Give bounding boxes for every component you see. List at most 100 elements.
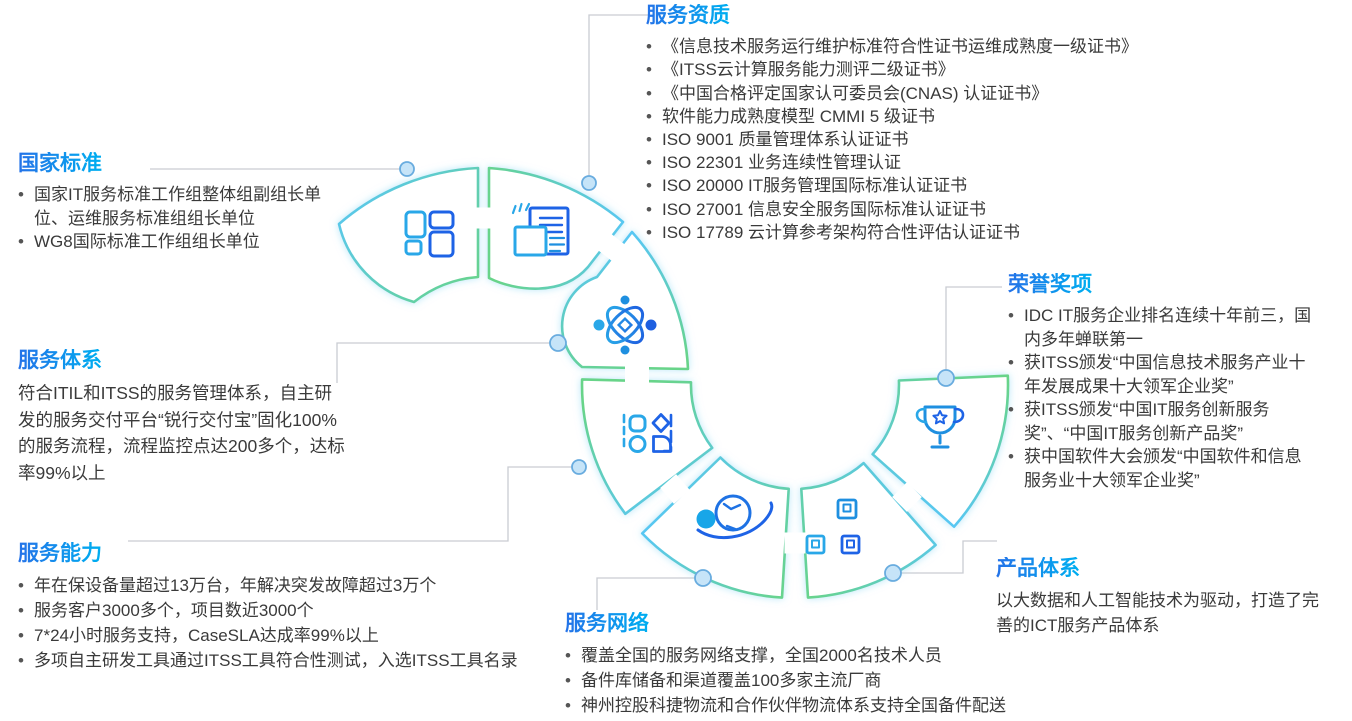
bullet: • <box>1008 306 1014 326</box>
list-item: • 覆盖全国的服务网络支撑，全国2000名技术人员 <box>565 643 1045 668</box>
wedge-honors-awards <box>871 374 1010 528</box>
list-item: • ISO 22301 业务连续性管理认证 <box>646 151 1286 174</box>
bullet: • <box>18 626 24 646</box>
list-item-text: 年在保设备量超过13万台，年解决突发故障超过3万个 <box>34 576 437 596</box>
list-item-text: 备件库储备和渠道覆盖100多家主流厂商 <box>581 671 882 691</box>
bullet: • <box>1008 353 1014 373</box>
connector-dot <box>884 564 902 582</box>
bullet: • <box>18 651 24 671</box>
certificate-doc-icon <box>511 202 570 257</box>
bullet: • <box>565 671 571 691</box>
list-item: • 《中国合格评定国家认可委员会(CNAS) 认证证书》 <box>646 82 1286 105</box>
cubes-icon <box>805 498 861 555</box>
list-item-text: 获ITSS颁发“中国信息技术服务产业十年发展成果十大领军企业奖” <box>1024 353 1306 396</box>
list-item: • 7*24小时服务支持，CaseSLA达成率99%以上 <box>18 623 538 648</box>
bullet: • <box>18 185 24 205</box>
bullet: • <box>18 576 24 596</box>
connector-dot <box>581 175 597 191</box>
section-service-qualifications: 服务资质 • 《信息技术服务运行维护标准符合性证书运维成熟度一级证书》 • 《I… <box>646 4 1286 244</box>
list-item-text: ISO 27001 信息安全服务国际标准认证证书 <box>662 199 987 219</box>
bullet: • <box>1008 400 1014 420</box>
bullet: • <box>18 232 24 252</box>
list-item: • ISO 9001 质量管理体系认证证书 <box>646 128 1286 151</box>
list-item: • 备件库储备和渠道覆盖100多家主流厂商 <box>565 668 1045 693</box>
section-title: 服务能力 <box>18 542 102 565</box>
list-item-text: 国家IT服务标准工作组整体组副组长单位、运维服务标准组组长单位 <box>34 185 322 228</box>
list-item: • 获ITSS颁发“中国信息技术服务产业十年发展成果十大领军企业奖” <box>1008 351 1318 398</box>
bullet: • <box>565 646 571 666</box>
section-title: 国家标准 <box>18 152 102 175</box>
section-title: 服务体系 <box>18 349 102 372</box>
list-item-text: 《ITSS云计算服务能力测评二级证书》 <box>662 60 955 80</box>
honors-list: • IDC IT服务企业排名连续十年前三，国内多年蝉联第一 • 获ITSS颁发“… <box>1008 304 1318 492</box>
bullet: • <box>646 199 652 219</box>
list-item-text: 软件能力成熟度模型 CMMI 5 级证书 <box>662 106 935 126</box>
atom-icon <box>593 295 657 355</box>
section-title: 产品体系 <box>996 557 1080 580</box>
connector-service-qualifications <box>588 14 648 176</box>
connector-dots <box>399 161 955 587</box>
wedge-gap-breaks <box>472 207 922 554</box>
layout-grid-icon <box>404 210 455 258</box>
section-product-system: 产品体系 以大数据和人工智能技术为驱动，打造了完善的ICT服务产品体系 <box>996 557 1326 638</box>
list-item: • WG8国际标准工作组组长单位 <box>18 230 336 254</box>
list-item: • 多项自主研发工具通过ITSS工具符合性测试，入选ITSS工具名录 <box>18 648 538 673</box>
trophy-icon <box>915 405 965 449</box>
list-item: • 软件能力成熟度模型 CMMI 5 级证书 <box>646 105 1286 128</box>
bullet: • <box>646 129 652 149</box>
list-item: • 神州控股科捷物流和合作伙伴物流体系支持全国备件配送 <box>565 693 1045 718</box>
bullet: • <box>18 601 24 621</box>
list-item: • 获ITSS颁发“中国IT服务创新服务奖”、“中国IT服务创新产品奖” <box>1008 398 1318 445</box>
list-item: • 获中国软件大会颁发“中国软件和信息服务业十大领军企业奖” <box>1008 445 1318 492</box>
connector-lines <box>128 14 1002 610</box>
section-title: 荣誉奖项 <box>1008 273 1092 296</box>
list-item-text: 《中国合格评定国家认可委员会(CNAS) 认证证书》 <box>662 83 1049 103</box>
wheel-segments <box>337 166 1010 599</box>
section-paragraph: 以大数据和人工智能技术为驱动，打造了完善的ICT服务产品体系 <box>996 591 1319 636</box>
list-item-text: IDC IT服务企业排名连续十年前三，国内多年蝉联第一 <box>1024 306 1312 349</box>
connector-honors-awards <box>945 286 1002 370</box>
section-title: 服务网络 <box>565 612 649 635</box>
connector-service-capability <box>128 466 572 542</box>
list-item-text: 服务客户3000多个，项目数近3000个 <box>34 601 314 621</box>
wedge-service-network <box>640 456 790 599</box>
list-item-text: 获中国软件大会颁发“中国软件和信息服务业十大领军企业奖” <box>1024 447 1302 490</box>
list-item-text: ISO 20000 IT服务管理国际标准认证证书 <box>662 176 968 196</box>
section-paragraph: 符合ITIL和ITSS的服务管理体系，自主研发的服务交付平台“锐行交付宝”固化1… <box>18 383 345 483</box>
capability-list: • 年在保设备量超过13万台，年解决突发故障超过3万个 • 服务客户3000多个… <box>18 573 538 673</box>
list-item: • ISO 20000 IT服务管理国际标准认证证书 <box>646 174 1286 197</box>
connector-dot <box>549 334 567 352</box>
wedge-service-capability <box>580 378 714 516</box>
connector-dot <box>571 459 587 475</box>
list-item: • IDC IT服务企业排名连续十年前三，国内多年蝉联第一 <box>1008 304 1318 351</box>
connector-service-network <box>596 577 695 610</box>
connector-service-system <box>336 342 550 383</box>
list-item: • ISO 27001 信息安全服务国际标准认证证书 <box>646 198 1286 221</box>
list-item: • ISO 17789 云计算参考架构符合性评估认证证书 <box>646 221 1286 244</box>
list-item-text: ISO 22301 业务连续性管理认证 <box>662 153 902 173</box>
bullet: • <box>646 153 652 173</box>
bullet: • <box>1008 447 1014 467</box>
list-item: • 《ITSS云计算服务能力测评二级证书》 <box>646 58 1286 81</box>
section-service-network: 服务网络 • 覆盖全国的服务网络支撑，全国2000名技术人员 • 备件库储备和渠… <box>565 612 1045 718</box>
list-item-text: WG8国际标准工作组组长单位 <box>34 232 260 252</box>
list-item-text: 7*24小时服务支持，CaseSLA达成率99%以上 <box>34 626 379 646</box>
connector-dot <box>937 369 955 387</box>
connector-product-system <box>901 540 997 574</box>
bullet: • <box>646 106 652 126</box>
section-honors-awards: 荣誉奖项 • IDC IT服务企业排名连续十年前三，国内多年蝉联第一 • 获IT… <box>1008 273 1318 492</box>
section-service-system: 服务体系 符合ITIL和ITSS的服务管理体系，自主研发的服务交付平台“锐行交付… <box>18 349 348 486</box>
list-item-text: ISO 17789 云计算参考架构符合性评估认证证书 <box>662 222 1021 242</box>
bullet: • <box>646 222 652 242</box>
wedge-national-standards <box>337 166 480 304</box>
bullet: • <box>646 37 652 57</box>
bullet: • <box>646 60 652 80</box>
bullet: • <box>646 176 652 196</box>
standards-list: • 国家IT服务标准工作组整体组副组长单位、运维服务标准组组长单位 • WG8国… <box>18 183 336 254</box>
section-national-standards: 国家标准 • 国家IT服务标准工作组整体组副组长单位、运维服务标准组组长单位 •… <box>18 152 336 254</box>
qualification-list: • 《信息技术服务运行维护标准符合性证书运维成熟度一级证书》 • 《ITSS云计… <box>646 35 1286 244</box>
list-item: • 年在保设备量超过13万台，年解决突发故障超过3万个 <box>18 573 538 598</box>
list-item-text: 多项自主研发工具通过ITSS工具符合性测试，入选ITSS工具名录 <box>34 651 518 671</box>
list-item-text: 神州控股科捷物流和合作伙伴物流体系支持全国备件配送 <box>581 696 1006 716</box>
